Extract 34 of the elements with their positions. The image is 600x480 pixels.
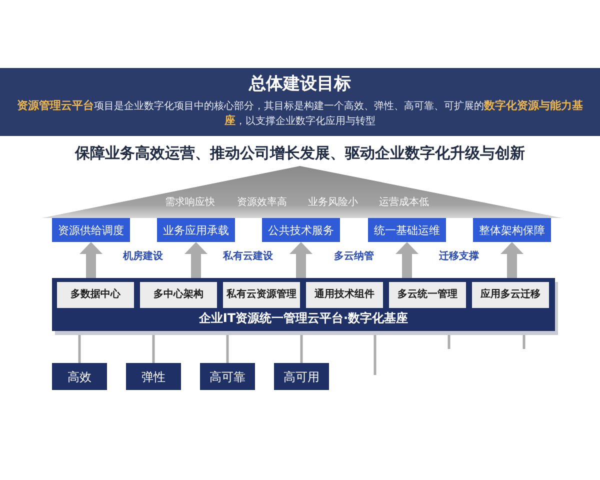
construction-label: 机房建设 [123, 251, 163, 263]
benefit-label: 资源效率高 [237, 197, 287, 209]
block-arrow [290, 242, 312, 278]
goal-box: 公共技术服务 [262, 218, 340, 242]
construction-label: 私有云建设 [223, 251, 273, 263]
page-title: 总体建设目标 [249, 74, 351, 94]
block-arrow [500, 242, 524, 278]
platform-title: 企业IT资源统一管理云平台·数字化基座 [198, 311, 408, 326]
module-box: 私有云资源管理 [223, 282, 300, 308]
module-box: 多数据中心 [57, 282, 134, 308]
benefit-label: 需求响应快 [165, 197, 215, 209]
module-box: 通用技术组件 [306, 282, 383, 308]
headline: 保障业务高效运营、推动公司增长发展、驱动企业数字化升级与创新 [75, 144, 525, 162]
block-arrow [184, 242, 208, 278]
block-arrow [80, 242, 102, 278]
goal-box: 统一基础运维 [368, 218, 446, 242]
construction-label: 迁移支撑 [439, 251, 479, 263]
block-arrow [396, 242, 418, 278]
module-box: 多中心架构 [140, 282, 217, 308]
roof-triangle [42, 166, 562, 218]
benefit-label: 业务风险小 [308, 197, 358, 209]
goal-box: 资源供给调度 [52, 218, 130, 242]
feature-box: 弹性 [126, 363, 181, 390]
subtitle: 资源管理云平台项目是企业数字化项目中的核心部分，其目标是构建一个高效、弹性、高可靠、可扩展的数字化资源与能力基座，以支撑企业数字化应用与转型 [16, 98, 584, 128]
platform-panel [52, 278, 555, 331]
construction-label: 多云纳管 [334, 251, 374, 263]
goal-box: 整体架构保障 [473, 218, 551, 242]
goal-box: 业务应用承载 [157, 218, 235, 242]
feature-box: 高可用 [274, 363, 329, 390]
feature-box: 高效 [52, 363, 107, 390]
module-box: 多云统一管理 [389, 282, 466, 308]
benefit-label: 运营成本低 [379, 197, 429, 209]
module-box: 应用多云迁移 [472, 282, 549, 308]
feature-box: 高可靠 [200, 363, 255, 390]
